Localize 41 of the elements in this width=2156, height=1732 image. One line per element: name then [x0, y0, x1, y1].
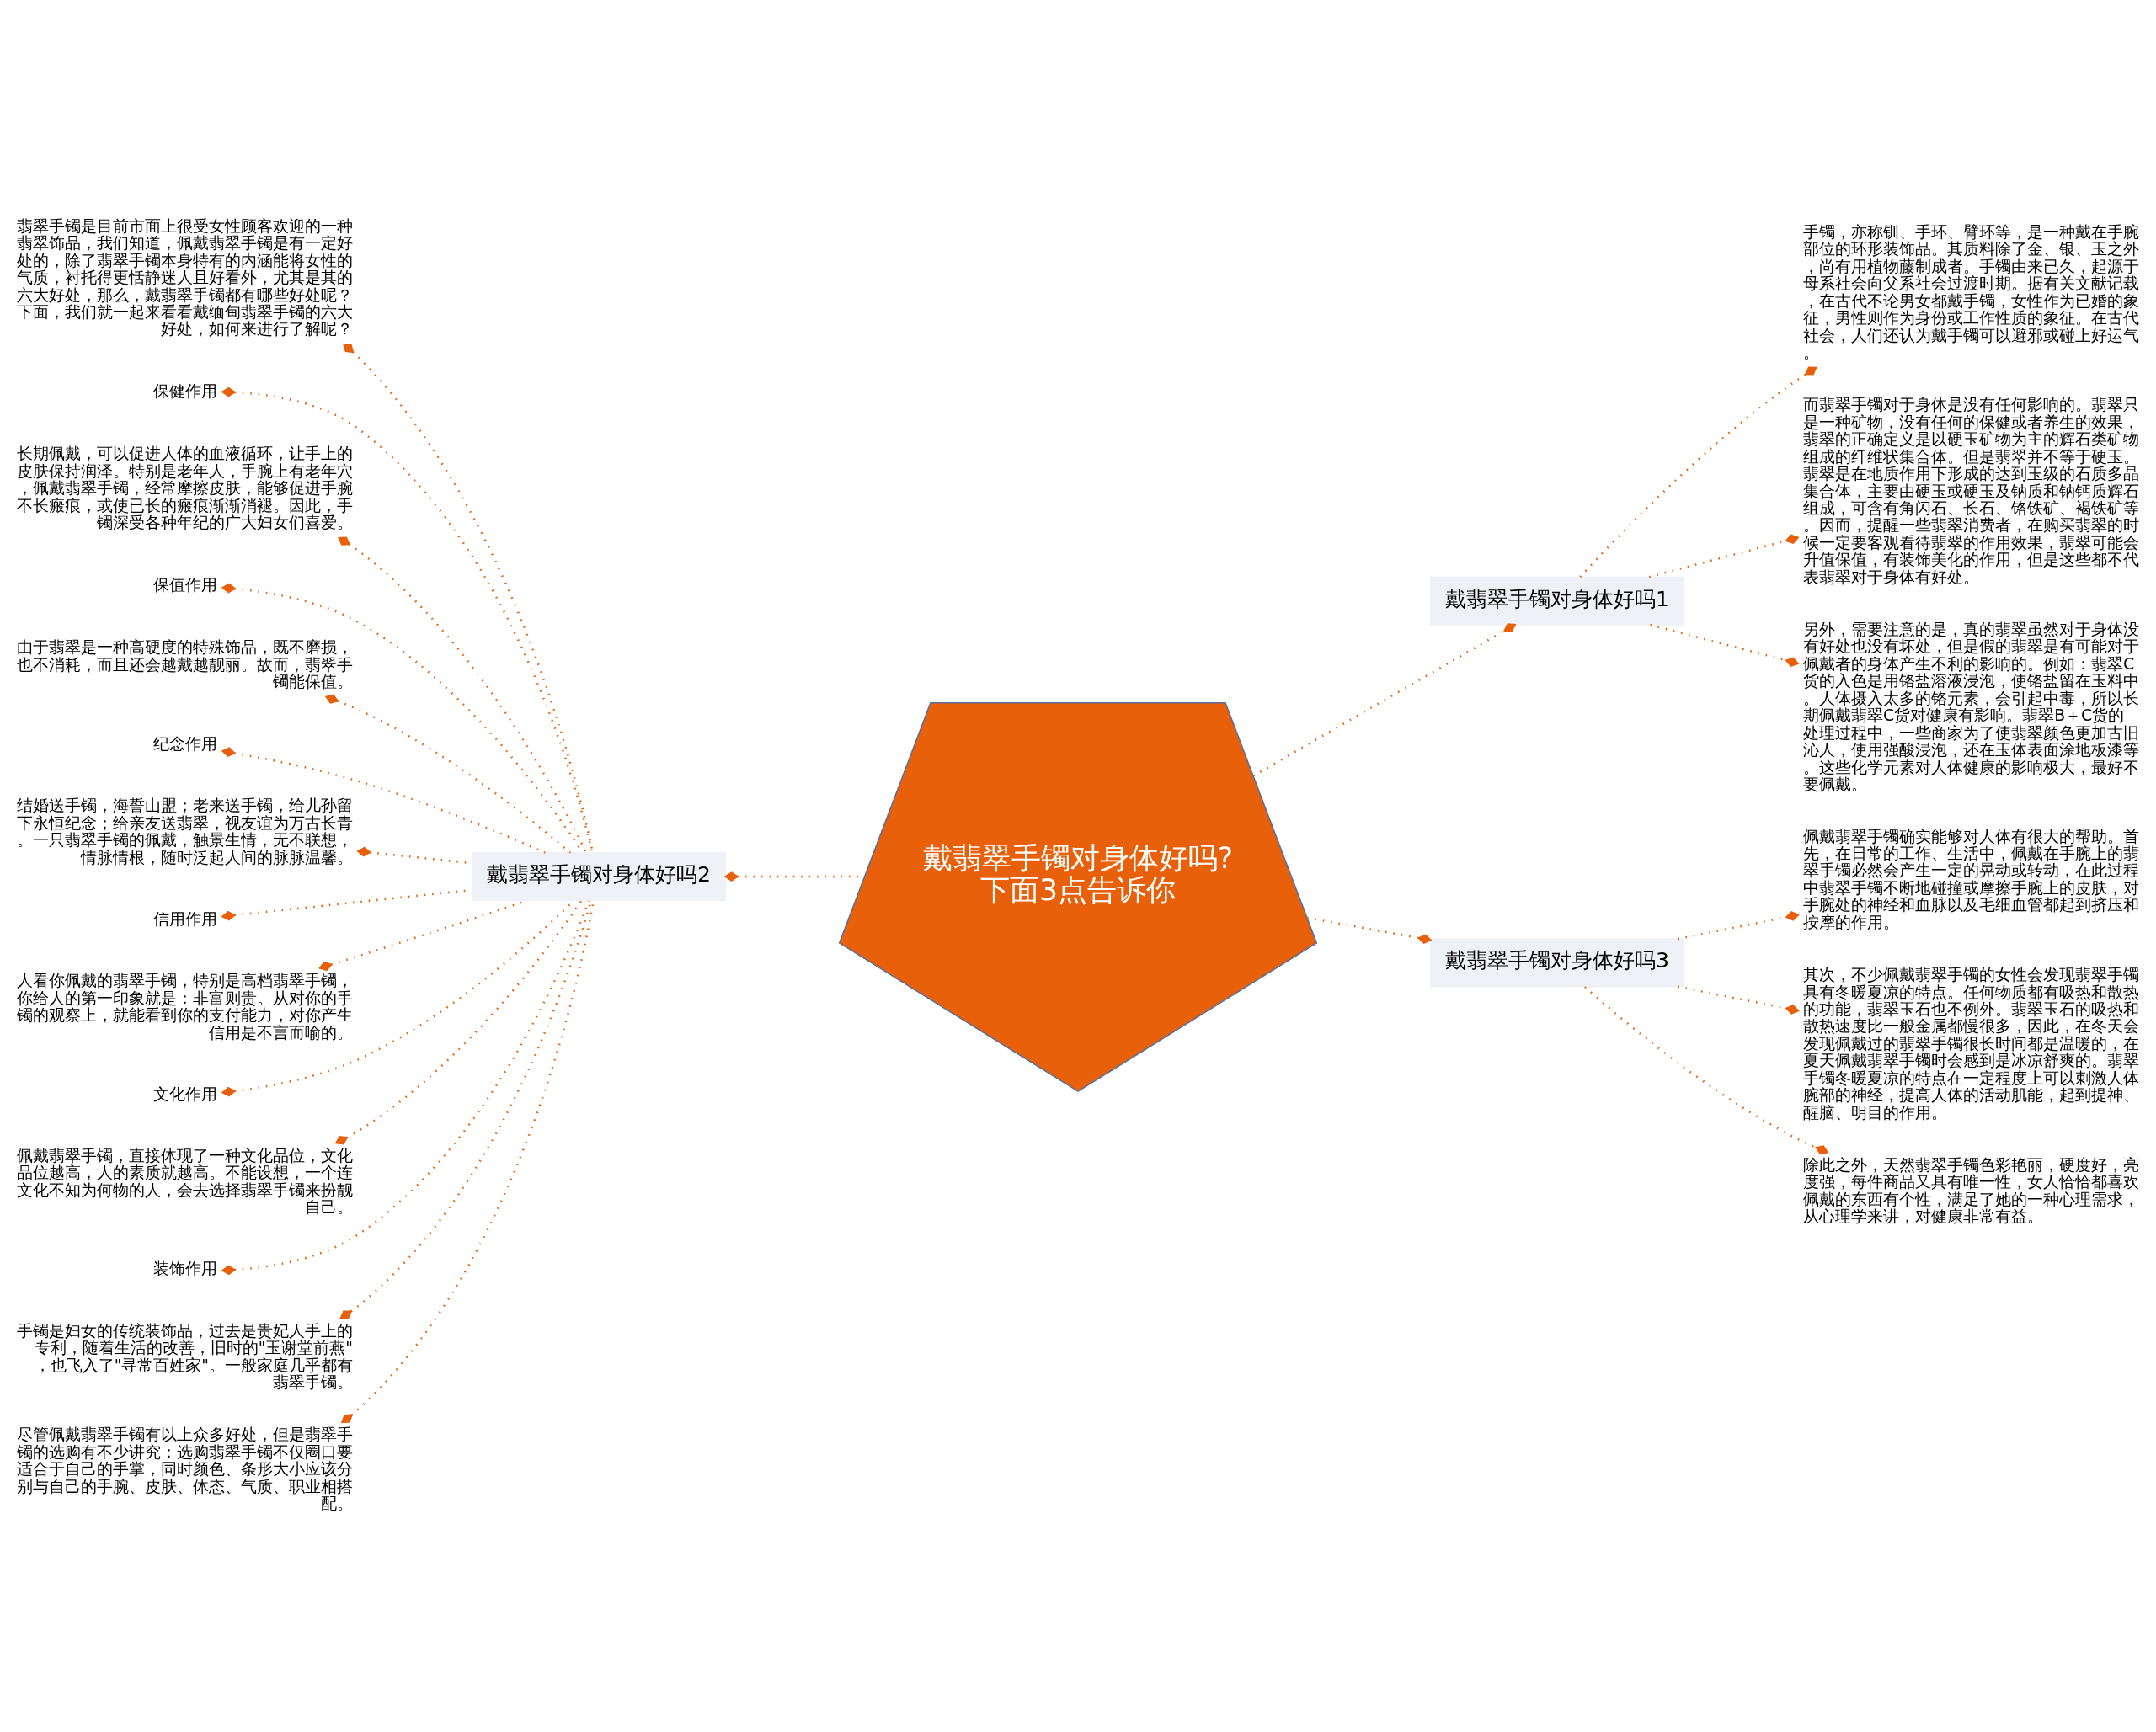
- connector: [221, 900, 590, 1276]
- node-text: 佩戴翡翠手镯，直接体现了一种文化品位，文化品位越高，人的素质就越高。不能设想，一个连文化不知为何物的人，会去选择翡翠手镯来扮靓自己。: [17, 1145, 354, 1217]
- connector: [340, 900, 595, 1424]
- node-text: 除此之外，天然翡翠手镯色彩艳丽，硬度好，亮度强，每件商品又具有唯一性，女人恰恰都喜欢佩戴的东西有个性，满足了她的一种心理需求，从心理学来讲，对健康非常有益。: [1802, 1154, 2139, 1226]
- node-text: 纪念作用: [153, 734, 218, 754]
- connector: [1306, 916, 1433, 945]
- connector: [338, 536, 588, 854]
- connector: [1650, 623, 1800, 667]
- node-text: 文化作用: [153, 1084, 218, 1103]
- node-box: 戴翡翠手镯对身体好吗3: [1429, 938, 1685, 988]
- node-text: 另外，需要注意的是，真的翡翠虽然对于身体没有好处也没有坏处，但是假的翡翠是有可能对于佩戴者的身体产生不利的影响的。例如：翡翠C货的入色是用铬盐溶液浸泡，使铬盐留在玉料中。人体摄入太多的铬元素，会引起中毒，所以长期佩戴翡翠C货对健康有影响。翡翠B＋C货的处理过程中，一些商家为了使翡翠颜色更加古旧沁人，使用强酸浸泡，还在玉体表面涂地板漆等。这些化学元素对人体健康的影响极大，最好不要佩戴。: [1802, 619, 2139, 794]
- connector: [221, 386, 594, 853]
- node-text: 其次，不少佩戴翡翠手镯的女性会发现翡翠手镯具有冬暖夏凉的特点。任何物质都有吸热和散热的功能，翡翠玉石也不例外。翡翠玉石的吸热和散热速度比一般金属都慢很多，因此，在冬天会发现佩戴过的翡翠手镯很长时间都是温暖的，在夏天佩戴翡翠手镯时会感到是冰凉舒爽的。翡翠手镯冬暖夏凉的特点在一定程度上可以刺激人体腕部的神经，提高人体的活动肌能，起到提神、醒脑、明目的作用。: [1802, 965, 2139, 1122]
- node-text: 尽管佩戴翡翠手镯有以上众多好处，但是翡翠手镯的选购有不少讲究：选购翡翠手镯不仅圈口要适合于自己的手掌，同时颜色、条形大小应该分别与自己的手腕、皮肤、体态、气质、职业相搭配。: [17, 1425, 354, 1513]
- node-text: 手镯，亦称钏、手环、臂环等，是一种戴在手腕部位的环形装饰品。其质料除了金、银、玉之外，尚有用植物藤制成者。手镯由来已久，起源于母系社会向父系社会过渡时期。据有关文献记载，在古代不论男女都戴手镯，女性作为已婚的象征，男性则作为身份或工作性质的象征。在古代社会，人们还认为戴手镯可以避邪或碰上好运气。: [1802, 221, 2139, 362]
- connector: [334, 899, 583, 1145]
- connector: [1678, 911, 1800, 941]
- connector: [1579, 366, 1817, 578]
- connector: [342, 343, 594, 853]
- connector: [324, 694, 572, 854]
- node-text: 而翡翠手镯对于身体是没有任何影响的。翡翠只是一种矿物，没有任何的保健或者养生的效果，翡翠的正确定义是以硬玉矿物为主的辉石类矿物组成的纤维状集合体。但是翡翠并不等于硬玉。翡翠是在地质作用下形成的达到玉级的石质多晶集合体，主要由硬玉或硬玉及钠质和钠钙质辉石组成，可含有角闪石、长石、铬铁矿、褐铁矿等。因而，提醒一些翡翠消费者，在购买翡翠的时候一定要客观看待翡翠的作用效果，翡翠可能会升值保值，有装饰美化的作用，但是这些都不代表翡翠对于身体有好处。: [1802, 395, 2139, 586]
- connector: [1678, 985, 1800, 1015]
- node-text: 手镯是妇女的传统装饰品，过去是贵妃人手上的专利，随着生活的改善，旧时的"玉谢堂前燕"，也飞入了"寻常百姓家"。一般家庭几乎都有翡翠手镯。: [17, 1320, 354, 1392]
- node-text: 保值作用: [153, 575, 218, 594]
- connector: [1252, 623, 1517, 777]
- node-text: 由于翡翠是一种高硬度的特殊饰品，既不磨损，也不消耗，而且还会越戴越靓丽。故而，翡翠手镯能保值。: [17, 637, 354, 691]
- connector: [221, 747, 546, 854]
- node-text: 佩戴翡翠手镯确实能够对人体有很大的帮助。首先，在日常的工作、生活中，佩戴在手腕上的翡翠手镯必然会产生一定的晃动或转动，在此过程中翡翠手镯不断地碰撞或摩擦手腕上的皮肤，对手腕处的神经和血脉以及毛细血管都起到挤压和按摩的作用。: [1802, 826, 2139, 931]
- connector: [221, 888, 472, 921]
- node-text: 翡翠手镯是目前市面上很受女性顾客欢迎的一种翡翠饰品，我们知道，佩戴翡翠手镯是有一定好处的，除了翡翠手镯本身特有的内涵能将女性的气质，衬托得更恬静迷人且好看外，尤其是其的六大好处，那么，戴翡翠手镯都有哪些好处呢？下面，我们就一起来看看戴缅甸翡翠手镯的六大好处，如何来进行了解呢？: [17, 216, 354, 338]
- node-box: 戴翡翠手镯对身体好吗2: [471, 851, 727, 902]
- node-text: 装饰作用: [153, 1259, 218, 1278]
- node-text: 长期佩戴，可以促进人体的血液循环，让手上的皮肤保持润泽。特别是老年人，手腕上有老年穴，佩戴翡翠手镯，经常摩擦皮肤，能够促进手腕不长瘢痕，或使已长的瘢痕渐渐消褪。因此，手镯深受各种年纪的广大妇女们喜爱。: [17, 444, 354, 532]
- node-text: 保健作用: [153, 381, 218, 401]
- node-text: 结婚送手镯，海誓山盟；老来送手镯，给儿孙留下永恒纪念；给亲友送翡翠，视友谊为万古长青。一只翡翠手镯的佩戴，触景生情，无不联想，情脉情根，随时泛起人间的脉脉温馨。: [17, 796, 354, 866]
- connector: [1584, 986, 1829, 1155]
- connector: [1648, 534, 1800, 578]
- node-text: 信用作用: [153, 909, 218, 928]
- connector: [339, 900, 592, 1319]
- node-text: 人看你佩戴的翡翠手镯，特别是高档翡翠手镯，你给人的第一印象就是：非富则贵。从对你的手镯的观察上，就能看到你的支付能力，对你产生信用是不言而喻的。: [17, 971, 354, 1042]
- node-box: 戴翡翠手镯对身体好吗1: [1429, 576, 1685, 626]
